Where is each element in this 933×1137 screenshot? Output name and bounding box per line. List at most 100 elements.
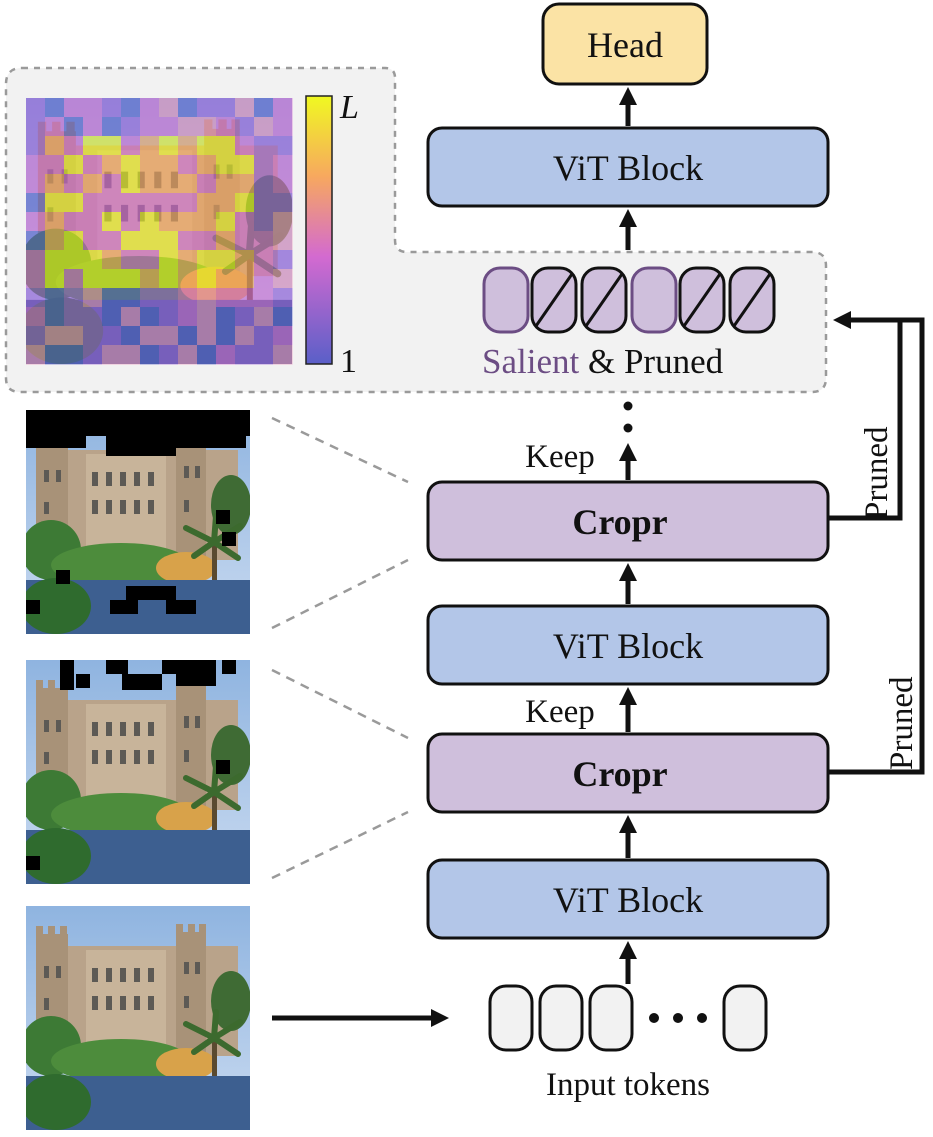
heatmap-cell [178, 288, 198, 308]
heatmap-cell [254, 250, 274, 270]
heatmap-cell [140, 250, 160, 270]
heatmap-cell [159, 269, 179, 289]
heatmap-cell [83, 288, 103, 308]
heatmap-cell [83, 136, 103, 156]
heatmap-cell [83, 174, 103, 194]
pruned-patch [26, 600, 40, 614]
heatmap-cell [45, 155, 65, 175]
salient-token [630, 266, 678, 334]
heatmap-cell [159, 136, 179, 156]
heatmap-cell [197, 288, 217, 308]
heatmap-cell [235, 345, 255, 365]
heatmap-cell [159, 307, 179, 327]
dashed-connectors [271, 416, 409, 880]
heatmap-cell [159, 193, 179, 213]
heatmap-cell [83, 269, 103, 289]
pruned-patch [56, 570, 70, 584]
salient-pruned-caption: Salient & Pruned [482, 342, 724, 381]
heatmap-cell [197, 98, 217, 118]
heatmap-cell [64, 193, 84, 213]
heatmap-cell [254, 174, 274, 194]
heatmap-cell [273, 212, 293, 232]
svg-text:ViT Block: ViT Block [553, 880, 703, 920]
heatmap-cell [159, 288, 179, 308]
heatmap-cell [178, 307, 198, 327]
heatmap-cell [45, 136, 65, 156]
heatmap-cell [273, 117, 293, 137]
salient-token [482, 266, 530, 334]
heatmap-cell [254, 98, 274, 118]
heatmap-cell [83, 155, 103, 175]
heatmap-cell [178, 117, 198, 137]
input-token [488, 984, 534, 1052]
heatmap-cell [197, 155, 217, 175]
colorbar-max-label: L [339, 89, 359, 126]
svg-text:Cropr: Cropr [572, 502, 667, 542]
keep-label-lower: Keep [525, 694, 595, 730]
heatmap-cell [235, 193, 255, 213]
heatmap-cell [102, 193, 122, 213]
heatmap-cell [254, 212, 274, 232]
heatmap-cell [26, 98, 46, 118]
heatmap-cell [26, 345, 46, 365]
heatmap-cell [216, 174, 236, 194]
pruned-patch [26, 436, 86, 448]
heatmap-cell [102, 326, 122, 346]
heatmap-cell [235, 155, 255, 175]
heatmap-cell [216, 288, 236, 308]
heatmap-cell [254, 117, 274, 137]
heatmap-cell [273, 269, 293, 289]
heatmap-cell [102, 345, 122, 365]
pruned-token-slash [732, 273, 772, 327]
cropr-block-upper: Cropr [426, 480, 830, 562]
heatmap-cell [102, 117, 122, 137]
heatmap-cell [26, 212, 46, 232]
heatmap-cell [26, 117, 46, 137]
heatmap-cell [273, 174, 293, 194]
heatmap-cell [254, 193, 274, 213]
heatmap-cell [159, 212, 179, 232]
heatmap-cell [273, 136, 293, 156]
heatmap-cell [235, 98, 255, 118]
heatmap-cell [64, 288, 84, 308]
heatmap-cell [121, 155, 141, 175]
heatmap-cell [26, 269, 46, 289]
input-token [538, 984, 584, 1052]
heatmap-cell [45, 174, 65, 194]
pruned-patch [176, 436, 246, 448]
pruned-patch [106, 436, 176, 456]
heatmap-cell [159, 155, 179, 175]
heatmap-cell [121, 98, 141, 118]
heatmap-cell [216, 193, 236, 213]
heatmap-cell [254, 307, 274, 327]
heatmap-cell [64, 117, 84, 137]
input-tokens [488, 984, 768, 1052]
pruned-label-lower: Pruned [884, 676, 920, 770]
heatmap-cell [140, 136, 160, 156]
heatmap-cell [273, 155, 293, 175]
heatmap-cell [121, 269, 141, 289]
heatmap-cell [140, 326, 160, 346]
heatmap-cell [216, 136, 236, 156]
heatmap-cell [64, 136, 84, 156]
heatmap-cell [159, 174, 179, 194]
heatmap-cell [64, 98, 84, 118]
heatmap-cell [140, 155, 160, 175]
pruned-patch [216, 760, 230, 774]
heatmap-cell [140, 174, 160, 194]
heatmap-cell [45, 269, 65, 289]
colorbar-min-label: 1 [340, 343, 357, 380]
heatmap-cell [216, 326, 236, 346]
pruned-patch [76, 674, 90, 688]
heatmap-cell [197, 174, 217, 194]
heatmap-cell [45, 231, 65, 251]
heatmap-cell [140, 288, 160, 308]
heatmap-cell [121, 231, 141, 251]
heatmap-cell [140, 117, 160, 137]
heatmap-cell [83, 193, 103, 213]
vit-block-bottom: ViT Block [426, 858, 830, 940]
heatmap-cell [197, 193, 217, 213]
salient-pruned-tokens [482, 266, 776, 334]
pruned-image-stage2 [26, 410, 250, 634]
